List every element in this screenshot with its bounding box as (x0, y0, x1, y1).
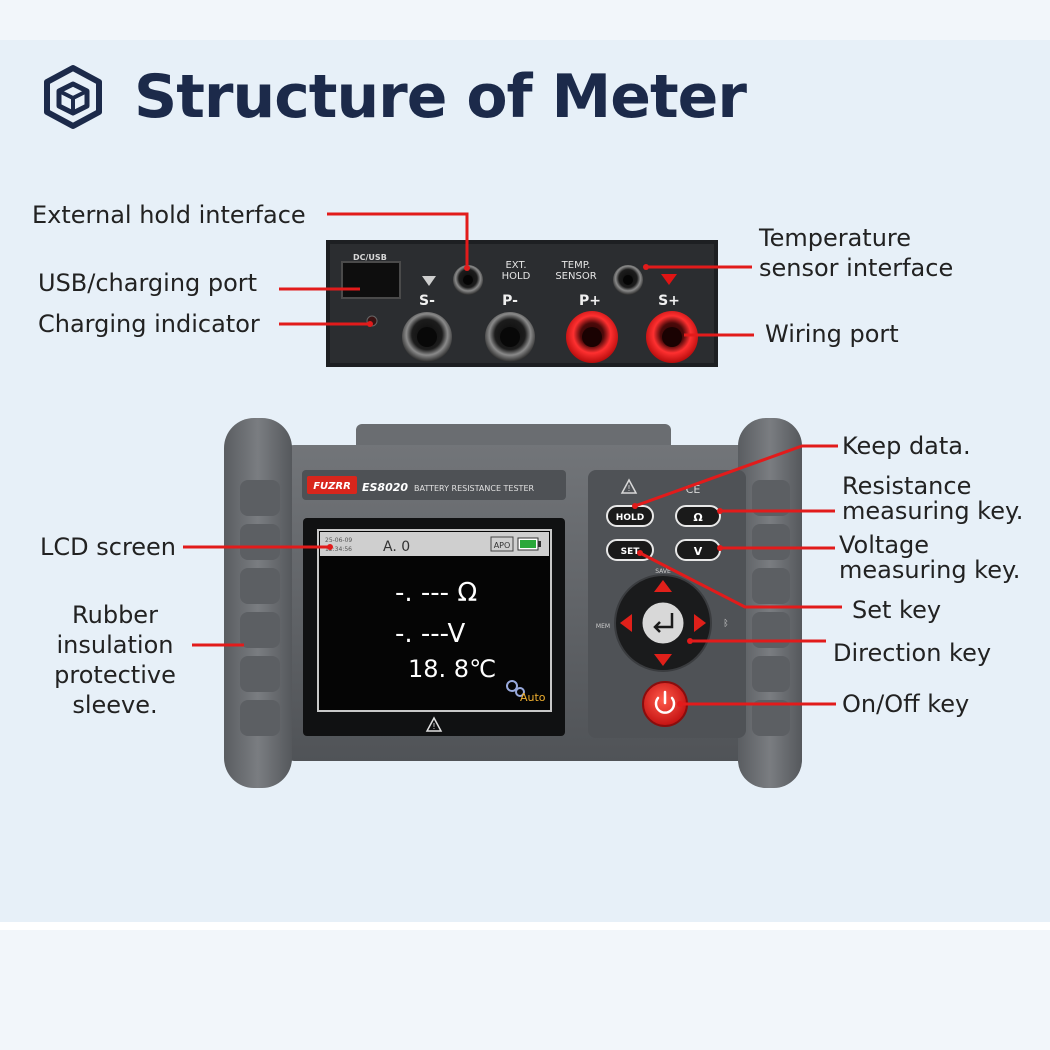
arrow-down-icon (422, 276, 436, 286)
page-title: Structure of Meter (134, 62, 747, 132)
subtitle-text: BATTERY RESISTANCE TESTER (414, 484, 535, 493)
ext-text: EXT. (505, 260, 526, 271)
label-rubber-1: Rubber (72, 601, 158, 629)
divider (0, 922, 1050, 930)
p-minus-text: P- (502, 293, 518, 309)
temp-text: TEMP. (561, 260, 591, 271)
label-wiring-port: Wiring port (765, 320, 899, 348)
mem-text: MEM (596, 623, 610, 630)
p-plus-text: P+ (579, 293, 601, 309)
arrow-down-red-icon (661, 274, 677, 285)
ohm-button-label: Ω (693, 511, 703, 524)
sensor-text: SENSOR (555, 271, 596, 282)
label-keep-data: Keep data. (842, 432, 971, 460)
brand-text: FUZRR (313, 481, 351, 492)
svg-text:!: ! (432, 722, 435, 731)
label-lcd-screen: LCD screen (40, 533, 177, 561)
arrow-left-icon[interactable] (620, 614, 632, 632)
label-temp-sensor-1: Temperature (759, 224, 912, 252)
header: Structure of Meter (40, 62, 747, 132)
label-onoff-key: On/Off key (842, 690, 970, 718)
label-usb-port: USB/charging port (38, 269, 258, 297)
warning-icon-keypad: ! (620, 478, 638, 494)
hold-button[interactable] (606, 505, 654, 527)
set-button-label: SET (621, 547, 641, 557)
label-resistance-2: measuring key. (842, 497, 1024, 525)
label-rubber-4: sleeve. (72, 691, 158, 719)
lcd-mode: A. 0 (383, 539, 410, 555)
bluetooth-icon: ᛒ (723, 618, 728, 629)
s-minus-text: S- (419, 293, 435, 309)
s-plus-text: S+ (658, 293, 680, 309)
lcd-temperature: 18. 8℃ (408, 655, 496, 683)
gear-icon (506, 680, 518, 692)
model-text: ES8020 (362, 481, 408, 494)
lcd-apo: APO (494, 541, 511, 550)
hold-button-label: HOLD (616, 513, 644, 523)
label-voltage-2: measuring key. (839, 556, 1021, 584)
meter-device: FUZRR ES8020 BATTERY RESISTANCE TESTER 2… (224, 418, 802, 788)
label-external-hold: External hold interface (32, 201, 306, 229)
brand-band (302, 470, 566, 500)
lcd-auto: Auto (520, 691, 546, 704)
connector-panel: DC/USB EXT. HOLD TEMP. SENSOR S- P- P+ S… (326, 240, 718, 367)
rubber-sleeve (224, 418, 802, 788)
power-icon (654, 690, 676, 714)
lcd-date: 25-06-09 (325, 537, 352, 544)
dcusb-text: DC/USB (353, 253, 387, 262)
lcd-time: 12:34:56 (325, 546, 352, 553)
hold-text: HOLD (502, 271, 531, 282)
label-direction-key: Direction key (833, 639, 992, 667)
brand-badge (307, 476, 357, 494)
usb-port[interactable] (341, 261, 401, 299)
label-temp-sensor-2: sensor interface (759, 254, 954, 282)
label-resistance-1: Resistance (842, 472, 972, 500)
charging-led (366, 315, 378, 327)
ce-mark: CE (686, 483, 701, 496)
enter-icon[interactable] (653, 613, 674, 633)
v-button-label: V (694, 545, 703, 558)
warning-icon: ! (425, 716, 443, 732)
save-text: SAVE (655, 568, 671, 575)
arrow-right-icon[interactable] (694, 614, 706, 632)
label-set-key: Set key (852, 596, 942, 624)
label-rubber-2: insulation (56, 631, 174, 659)
lcd-resistance: -. --- Ω (395, 578, 477, 608)
label-rubber-3: protective (54, 661, 176, 689)
svg-text:!: ! (627, 484, 630, 493)
label-charging-indicator: Charging indicator (38, 310, 260, 338)
lcd-voltage: -. ---V (395, 619, 466, 649)
cube-box-icon (44, 65, 102, 129)
direction-pad[interactable] (614, 574, 712, 672)
label-voltage-1: Voltage (839, 531, 930, 559)
arrow-down-icon-pad[interactable] (654, 654, 672, 666)
lcd-status-bar (320, 532, 549, 556)
